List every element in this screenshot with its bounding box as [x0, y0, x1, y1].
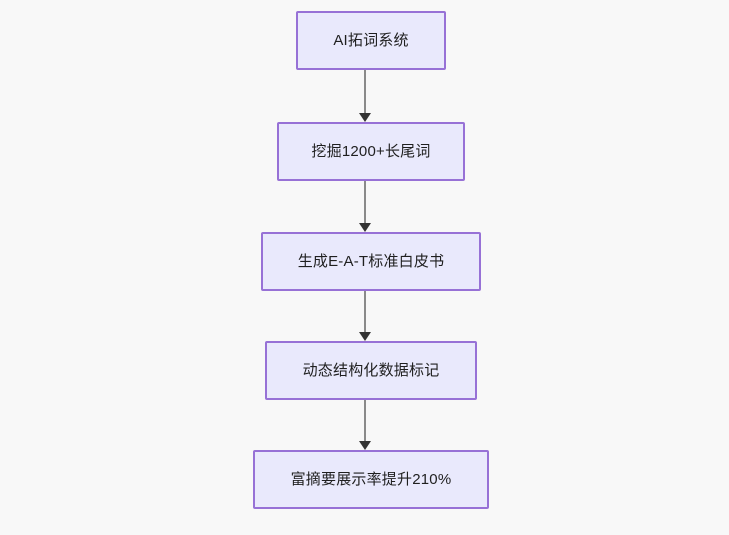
edge-line	[364, 400, 366, 442]
flow-node-dynamic-structured-data-markup[interactable]: 动态结构化数据标记	[265, 341, 477, 400]
flow-edge-2	[358, 181, 372, 232]
edge-line	[364, 70, 366, 114]
arrowhead-icon	[359, 223, 371, 232]
edge-line	[364, 291, 366, 333]
flow-node-label: 动态结构化数据标记	[302, 362, 440, 379]
flow-edge-3	[358, 291, 372, 341]
flow-node-label: 富摘要展示率提升210%	[290, 471, 452, 488]
flow-node-rich-snippet-impression-lift[interactable]: 富摘要展示率提升210%	[253, 450, 489, 509]
flow-node-ai-keyword-system[interactable]: AI拓词系统	[296, 11, 446, 70]
flow-edge-4	[358, 400, 372, 450]
flow-edge-1	[358, 70, 372, 122]
flow-node-label: 挖掘1200+长尾词	[311, 143, 431, 160]
flow-node-label: AI拓词系统	[333, 32, 409, 49]
edge-line	[364, 181, 366, 224]
arrowhead-icon	[359, 332, 371, 341]
arrowhead-icon	[359, 113, 371, 122]
flow-node-generate-eat-whitepaper[interactable]: 生成E-A-T标准白皮书	[261, 232, 481, 291]
arrowhead-icon	[359, 441, 371, 450]
flow-node-mine-longtail-keywords[interactable]: 挖掘1200+长尾词	[277, 122, 465, 181]
flow-node-label: 生成E-A-T标准白皮书	[297, 253, 445, 270]
